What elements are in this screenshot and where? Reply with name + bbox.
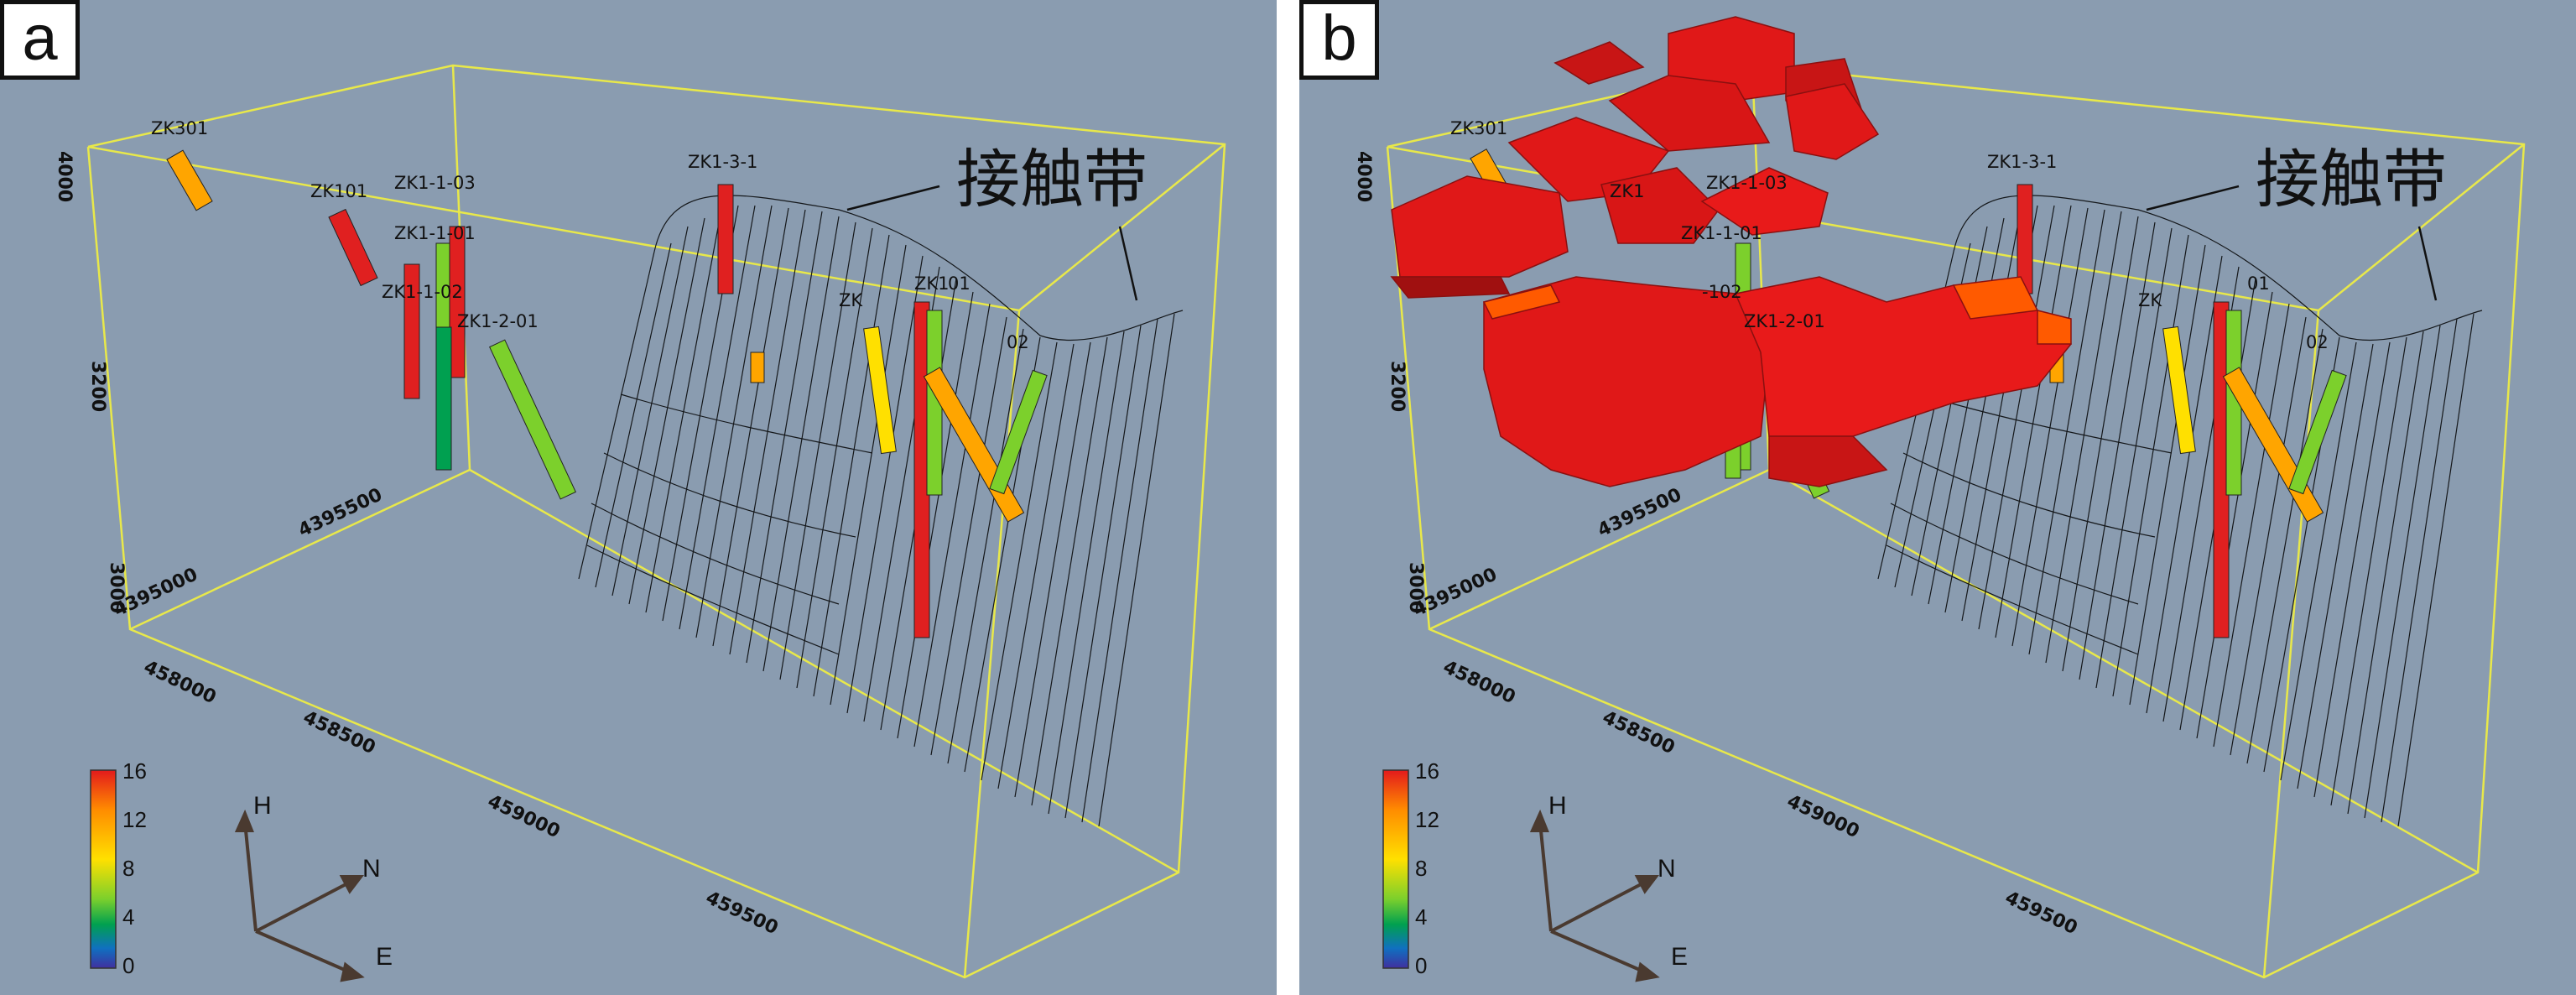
tick-northing: 4395500 (295, 484, 386, 541)
tick-elev: 3200 (1387, 361, 1408, 412)
bounding-box (86, 64, 1226, 979)
label-zk1-2-01: ZK1-2-01 (1744, 311, 1825, 331)
dir-n: N (362, 855, 381, 883)
scene-3d: ZK301 ZK101 ZK1-1-03 ZK1-1-01 ZK1-1-02 Z… (54, 64, 1226, 982)
panel-b: b (1299, 0, 2576, 995)
drillholes (166, 149, 1048, 638)
direction-indicator: H N E (234, 792, 393, 982)
label-partial: ZK1 (1610, 181, 1645, 201)
contact-zone-label: 接触带 (956, 142, 1147, 216)
contact-zone-mesh (578, 195, 1184, 827)
cb-tick: 16 (1415, 758, 1439, 784)
label-zk1-1-03: ZK1-1-03 (1706, 173, 1788, 193)
label-zk1-3-1: ZK1-3-1 (1987, 152, 2057, 172)
cb-tick: 12 (1415, 807, 1439, 832)
cb-tick: 4 (122, 904, 134, 930)
label-zk1-2-01: ZK1-2-01 (457, 311, 539, 331)
panel-letter: a (0, 0, 80, 80)
label-partial: 01 (2247, 273, 2270, 294)
cb-tick: 8 (122, 856, 134, 881)
cb-tick: 16 (122, 758, 147, 784)
cb-tick: 0 (1415, 953, 1427, 978)
dir-h: H (253, 792, 272, 820)
tick-elev: 3200 (87, 361, 108, 412)
tick-easting: 459000 (484, 791, 563, 842)
cb-tick: 0 (122, 953, 134, 978)
drillhole-labels: ZK301 ZK1-1-03 ZK1-2-01 ZK1-3-1 ZK1 ZK1-… (1450, 118, 2329, 352)
tick-elev: 4000 (1353, 151, 1374, 202)
dir-e: E (376, 943, 393, 971)
label-partial: 02 (1007, 332, 1029, 352)
label-partial: ZK (2138, 290, 2162, 310)
colorbar: 16 12 8 4 0 (1382, 758, 1439, 978)
contact-zone-label: 接触带 (2256, 142, 2447, 216)
tick-northing: 4395500 (1595, 484, 1685, 541)
label-zk101: ZK101 (310, 181, 367, 201)
colorbar: 16 12 8 4 0 (90, 758, 147, 978)
panel-gap (1277, 0, 1299, 995)
label-partial: -102 (1702, 282, 1742, 302)
cb-tick: 4 (1415, 904, 1427, 930)
tick-easting: 458000 (140, 657, 219, 708)
tick-elev: 3000 (1405, 562, 1426, 613)
label-partial: 01 (948, 273, 971, 294)
label-partial: ZK1-1-01 (1681, 223, 1762, 243)
panel-letter: b (1299, 0, 1379, 80)
label-zk301: ZK301 (151, 118, 208, 138)
tick-easting: 458500 (299, 707, 378, 758)
label-zk1-1-03: ZK1-1-03 (394, 173, 476, 193)
tick-easting: 459000 (1783, 791, 1862, 842)
label-partial: ZK1 (914, 273, 950, 294)
label-zk1-1-01: ZK1-1-01 (394, 223, 476, 243)
label-zk1-1-02: ZK1-1-02 (382, 282, 463, 302)
dir-n: N (1657, 855, 1676, 883)
scene-3d: ZK301 ZK1-1-03 ZK1-2-01 ZK1-3-1 ZK1 ZK1-… (1353, 16, 2526, 982)
tick-easting: 458500 (1599, 707, 1678, 758)
tick-elev: 4000 (54, 151, 75, 202)
label-zk1-3-1: ZK1-3-1 (688, 152, 757, 172)
contact-zone-callout: 接触带 (2146, 142, 2447, 301)
tick-easting: 458000 (1439, 657, 1518, 708)
ore-body (1390, 16, 2073, 487)
label-zk301: ZK301 (1450, 118, 1507, 138)
label-partial: 02 (2306, 332, 2329, 352)
direction-indicator: H N E (1529, 792, 1688, 982)
drillhole-labels: ZK301 ZK101 ZK1-1-03 ZK1-1-01 ZK1-1-02 Z… (151, 118, 1029, 352)
cb-tick: 8 (1415, 856, 1427, 881)
cb-tick: 12 (122, 807, 147, 832)
tick-elev: 3000 (106, 562, 127, 613)
contact-zone-callout: 接触带 (846, 142, 1147, 301)
dir-e: E (1671, 943, 1688, 971)
dir-h: H (1548, 792, 1567, 820)
label-partial: ZK (839, 290, 863, 310)
panel-a: a (0, 0, 1277, 995)
